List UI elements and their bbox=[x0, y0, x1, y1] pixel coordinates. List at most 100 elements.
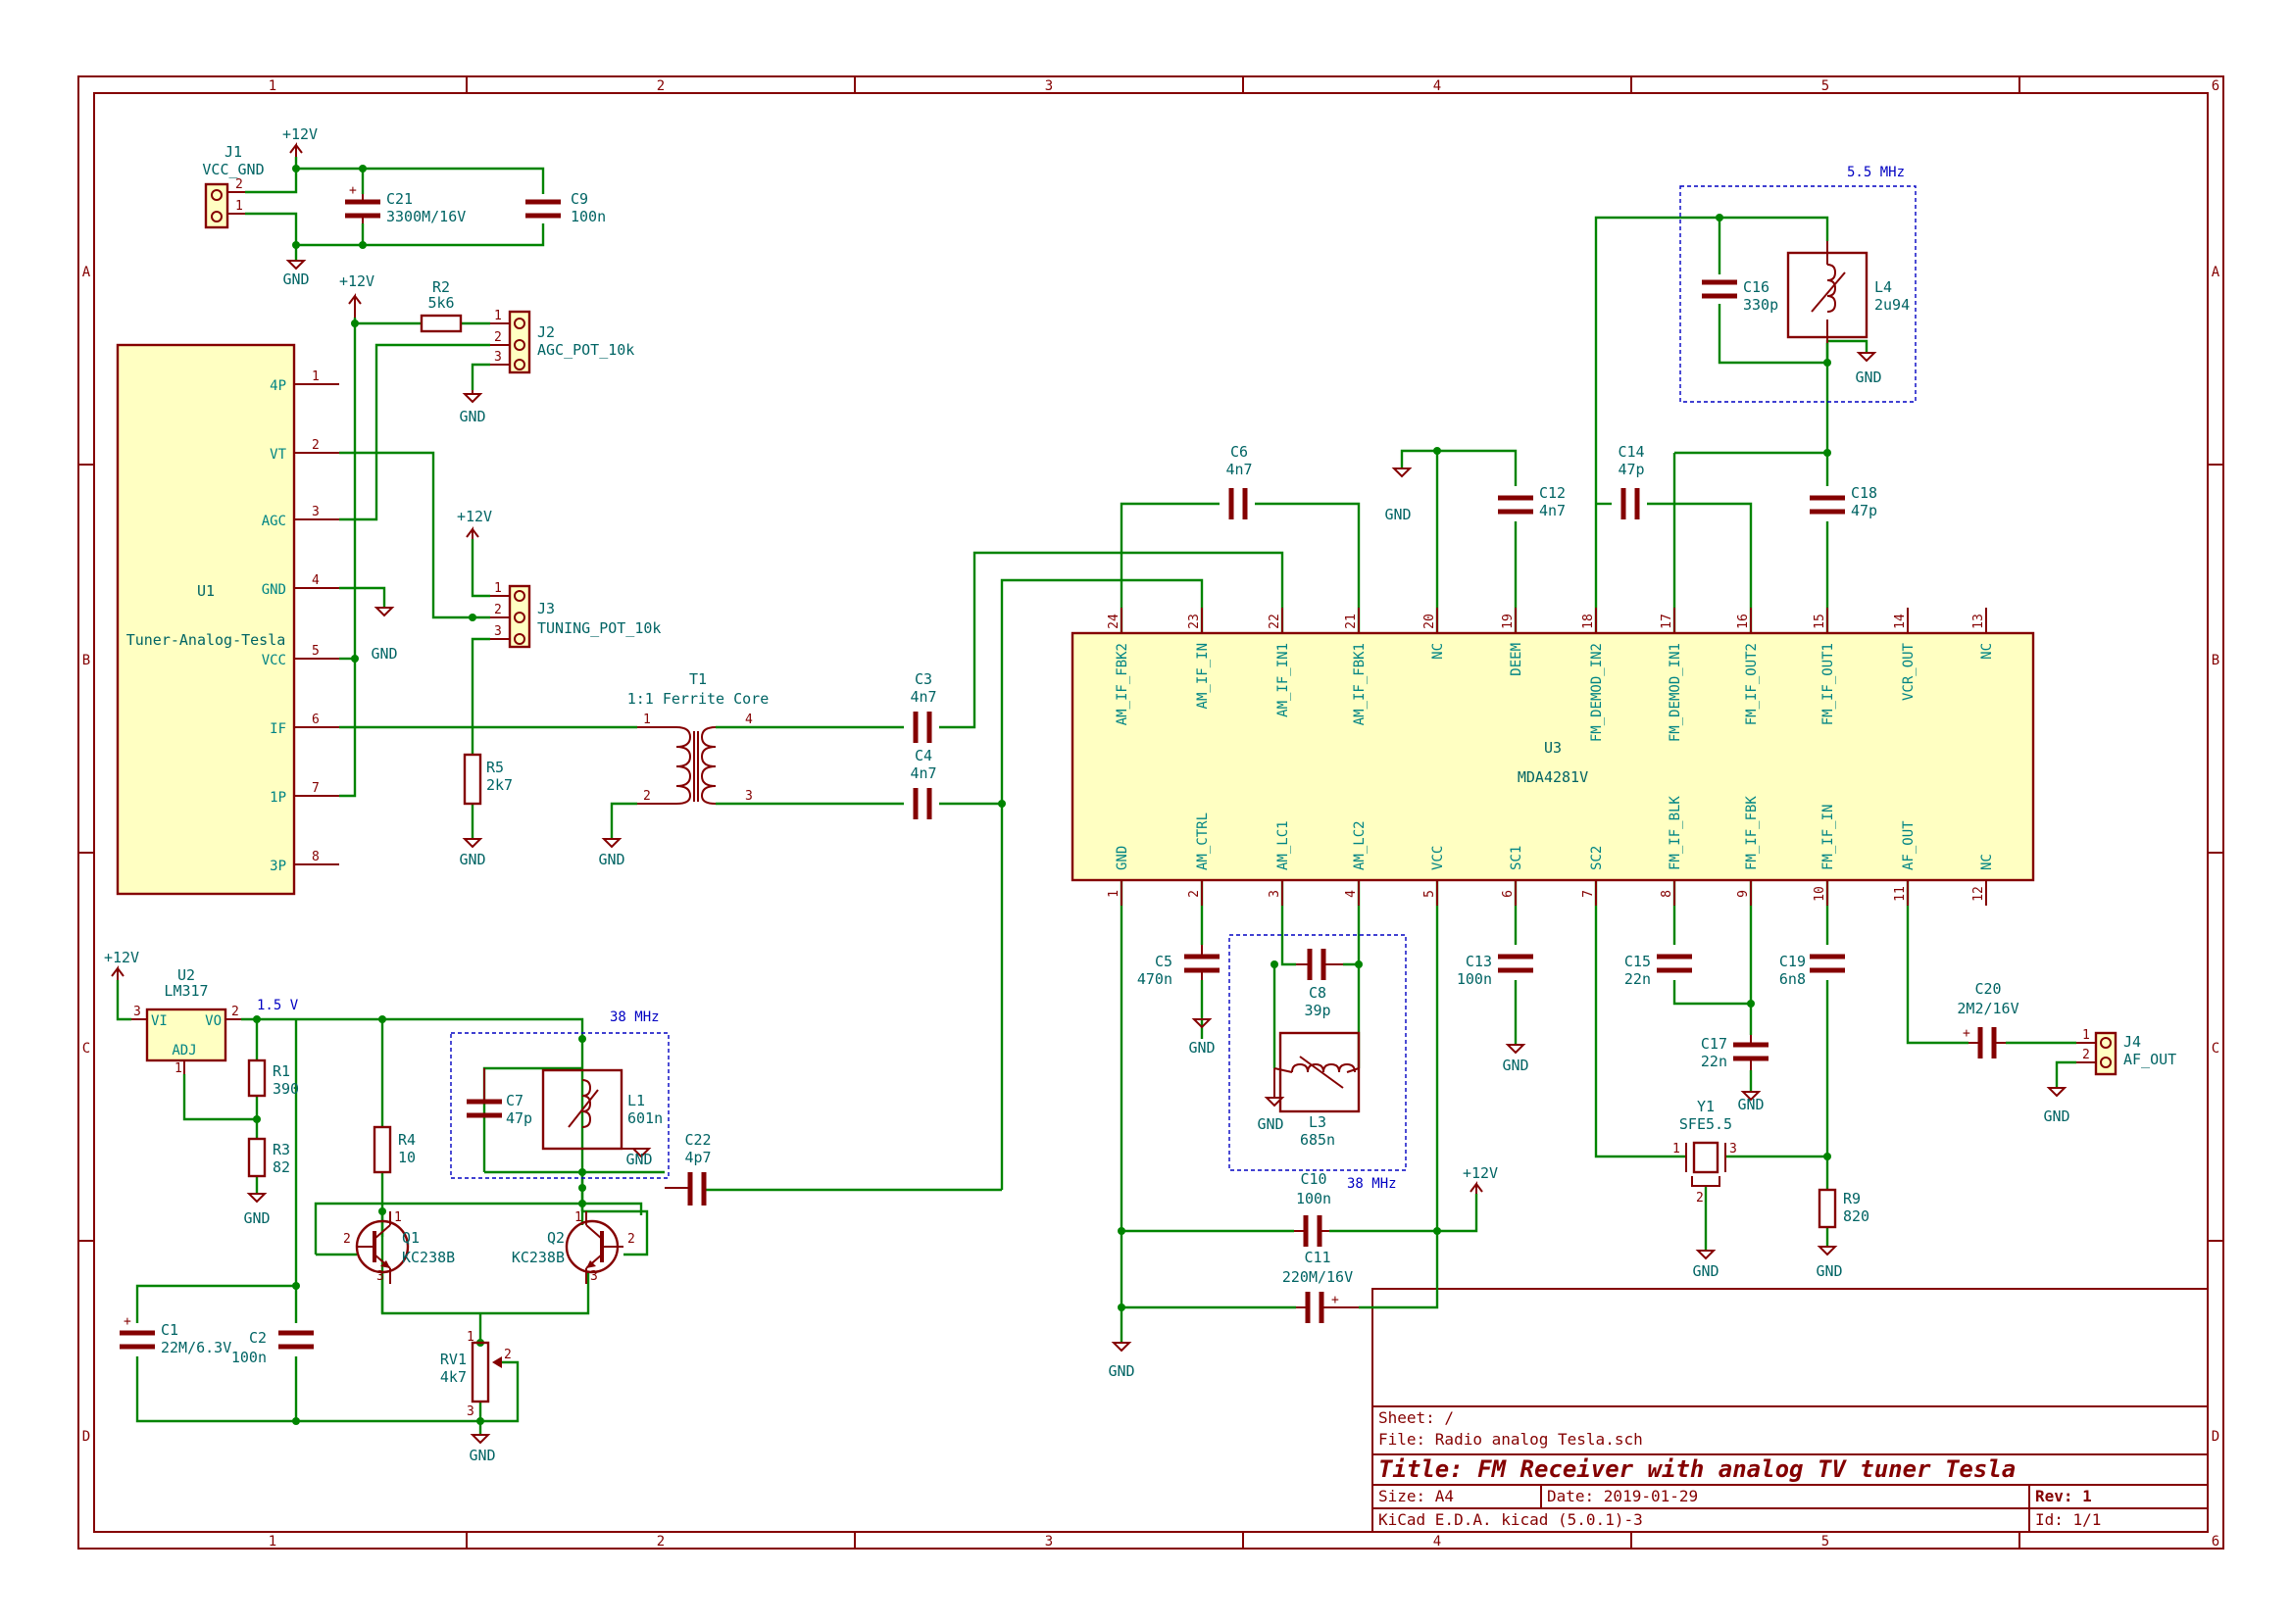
U3-bottom-pins: 1GND2AM_CTRL3AM_LC14AM_LC25VCC6SC17SC28F… bbox=[1107, 796, 1995, 906]
C12-value: 4n7 bbox=[1539, 502, 1566, 519]
R2-value: 5k6 bbox=[427, 294, 454, 312]
U3-pinnum-3: 3 bbox=[1268, 890, 1282, 898]
R3-ref: R3 bbox=[273, 1141, 290, 1158]
J2-connector[interactable]: 1 2 3 J2 AGC_POT_10k bbox=[490, 309, 634, 374]
R9-resistor[interactable]: R9 820 bbox=[1818, 1188, 1869, 1229]
C14-ref: C14 bbox=[1618, 443, 1644, 461]
C6-capacitor[interactable]: C6 4n7 bbox=[1225, 443, 1253, 519]
frame-col-4-bottom: 4 bbox=[1433, 1534, 1441, 1550]
C19-capacitor[interactable]: C19 6n8 bbox=[1779, 953, 1845, 988]
U1-tuner[interactable]: U1 Tuner-Analog-Tesla 4P VT AGC GND VCC … bbox=[116, 343, 339, 896]
J3-connector[interactable]: 1 2 3 J3 TUNING_POT_10k bbox=[490, 581, 661, 649]
Q2-transistor[interactable]: 1 2 3 Q2 KC238B bbox=[512, 1210, 635, 1284]
Q1-transistor[interactable]: 1 2 3 Q1 KC238B bbox=[343, 1210, 455, 1284]
C4-value: 4n7 bbox=[910, 764, 936, 782]
R3-resistor[interactable]: R3 82 bbox=[247, 1137, 290, 1178]
L3-inductor[interactable]: L3 685n bbox=[1273, 1031, 1361, 1149]
J4-connector[interactable]: 1 2 J4 AF_OUT bbox=[2076, 1028, 2176, 1076]
C14-capacitor[interactable]: C14 47p bbox=[1618, 443, 1645, 519]
U3-pinname-9: FM_IF_FBK bbox=[1744, 796, 1760, 870]
svg-text:+: + bbox=[349, 183, 357, 198]
U3-ic[interactable]: U3 MDA4281V 24AM_IF_FBK223AM_IF_IN22AM_I… bbox=[1071, 608, 2035, 906]
C10-capacitor[interactable]: C10 100n bbox=[1294, 1170, 1331, 1247]
gnd-symbol: GND bbox=[459, 838, 486, 868]
J1-ref: J1 bbox=[224, 143, 242, 161]
U3-pinnum-13: 13 bbox=[1971, 614, 1986, 629]
gnd-label-r5: GND bbox=[459, 851, 485, 868]
C4-capacitor[interactable]: C4 4n7 bbox=[910, 747, 937, 819]
R4-resistor[interactable]: R4 10 bbox=[373, 1125, 416, 1174]
C10-ref: C10 bbox=[1300, 1170, 1326, 1188]
C18-capacitor[interactable]: C18 47p bbox=[1810, 484, 1877, 519]
R1-value: 390 bbox=[273, 1080, 299, 1098]
U2-pinnum-1: 1 bbox=[174, 1061, 182, 1076]
J3-pin-1: 1 bbox=[494, 581, 502, 596]
T1-value: 1:1 Ferrite Core bbox=[627, 690, 770, 708]
C5-capacitor[interactable]: C5 470n bbox=[1137, 945, 1220, 988]
R5-resistor[interactable]: R5 2k7 bbox=[463, 753, 513, 806]
C9-capacitor[interactable]: C9 100n bbox=[525, 190, 606, 225]
C7-capacitor[interactable]: C7 47p bbox=[467, 1068, 532, 1127]
U1-pin-4P: 4P bbox=[270, 378, 286, 394]
C8-capacitor[interactable]: C8 39p bbox=[1296, 949, 1343, 1019]
C6-value: 4n7 bbox=[1225, 461, 1252, 478]
C1-capacitor[interactable]: + C1 22M/6.3V bbox=[120, 1314, 231, 1356]
U3-pinnum-9: 9 bbox=[1736, 890, 1751, 898]
U3-pinnum-7: 7 bbox=[1581, 890, 1596, 898]
RV1-pin-3: 3 bbox=[467, 1404, 474, 1419]
R1-resistor[interactable]: R1 390 bbox=[247, 1058, 299, 1098]
gnd-label-u3-pin20: GND bbox=[1384, 506, 1411, 523]
p12v-label-tuner: +12V bbox=[339, 272, 374, 290]
gnd-symbol: GND bbox=[1108, 1342, 1135, 1380]
Q2-pin-3: 3 bbox=[590, 1269, 598, 1284]
C22-ref: C22 bbox=[684, 1131, 711, 1149]
J1-connector[interactable]: 2 1 J1 VCC_GND bbox=[202, 143, 265, 229]
U2-regulator[interactable]: VI VO ADJ 3 2 1 U2 LM317 bbox=[131, 966, 241, 1076]
C11-capacitor[interactable]: + C11 220M/16V bbox=[1282, 1249, 1359, 1323]
C7-value: 47p bbox=[506, 1109, 532, 1127]
frame-col-5-top: 5 bbox=[1821, 78, 1829, 94]
U3-pinname-10: FM_IF_IN bbox=[1820, 805, 1836, 870]
U3-pinnum-20: 20 bbox=[1422, 614, 1437, 629]
C21-capacitor[interactable]: + C21 3300M/16V bbox=[345, 183, 466, 225]
RV1-value: 4k7 bbox=[440, 1368, 467, 1386]
J2-pin-1: 1 bbox=[494, 309, 502, 323]
C15-capacitor[interactable]: C15 22n bbox=[1624, 953, 1692, 988]
U1-pinnum-6: 6 bbox=[312, 713, 320, 727]
note-box-55mhz: 5.5 MHz bbox=[1679, 165, 1917, 403]
gnd-symbol: GND bbox=[1502, 1044, 1529, 1074]
junction-dots bbox=[253, 165, 1831, 1425]
C22-capacitor[interactable]: C22 4p7 bbox=[665, 1131, 712, 1206]
title-block-rev: Rev: 1 bbox=[2035, 1487, 2092, 1505]
U2-pinnum-3: 3 bbox=[133, 1005, 141, 1019]
C20-capacitor[interactable]: + C20 2M2/16V bbox=[1957, 980, 2019, 1058]
C3-capacitor[interactable]: C3 4n7 bbox=[910, 670, 937, 743]
Q1-value: KC238B bbox=[402, 1249, 455, 1266]
U3-pinnum-16: 16 bbox=[1736, 614, 1751, 629]
C18-value: 47p bbox=[1851, 502, 1877, 519]
C13-value: 100n bbox=[1457, 970, 1492, 988]
U1-pin-VCC: VCC bbox=[262, 653, 286, 668]
p12v-symbol: +12V bbox=[282, 125, 318, 157]
RV1-potentiometer[interactable]: 1 2 3 RV1 4k7 bbox=[440, 1330, 512, 1419]
C2-capacitor[interactable]: C2 100n bbox=[231, 1329, 314, 1366]
C17-ref: C17 bbox=[1701, 1035, 1727, 1053]
U3-pinname-15: FM_IF_OUT1 bbox=[1820, 643, 1836, 725]
C15-value: 22n bbox=[1624, 970, 1651, 988]
L1-inductor[interactable]: L1 601n bbox=[541, 1068, 663, 1151]
C17-capacitor[interactable]: C17 22n bbox=[1701, 1035, 1769, 1070]
C1-value: 22M/6.3V bbox=[161, 1339, 231, 1356]
C18-ref: C18 bbox=[1851, 484, 1877, 502]
C16-capacitor[interactable]: C16 330p bbox=[1702, 278, 1778, 314]
C13-capacitor[interactable]: C13 100n bbox=[1457, 953, 1533, 988]
U2-ref: U2 bbox=[177, 966, 195, 984]
C9-value: 100n bbox=[571, 208, 606, 225]
L4-inductor[interactable]: L4 2u94 bbox=[1786, 241, 1910, 343]
U1-pinnum-8: 8 bbox=[312, 850, 320, 864]
R3-value: 82 bbox=[273, 1158, 290, 1176]
R2-resistor[interactable]: R2 5k6 bbox=[420, 278, 463, 333]
J2-pin-3: 3 bbox=[494, 350, 502, 365]
Y1-filter[interactable]: 1 2 3 Y1 SFE5.5 bbox=[1672, 1098, 1737, 1206]
T1-transformer[interactable]: 1 2 4 3 T1 1:1 Ferrite Core bbox=[627, 670, 770, 805]
C12-capacitor[interactable]: C12 4n7 bbox=[1498, 484, 1566, 519]
